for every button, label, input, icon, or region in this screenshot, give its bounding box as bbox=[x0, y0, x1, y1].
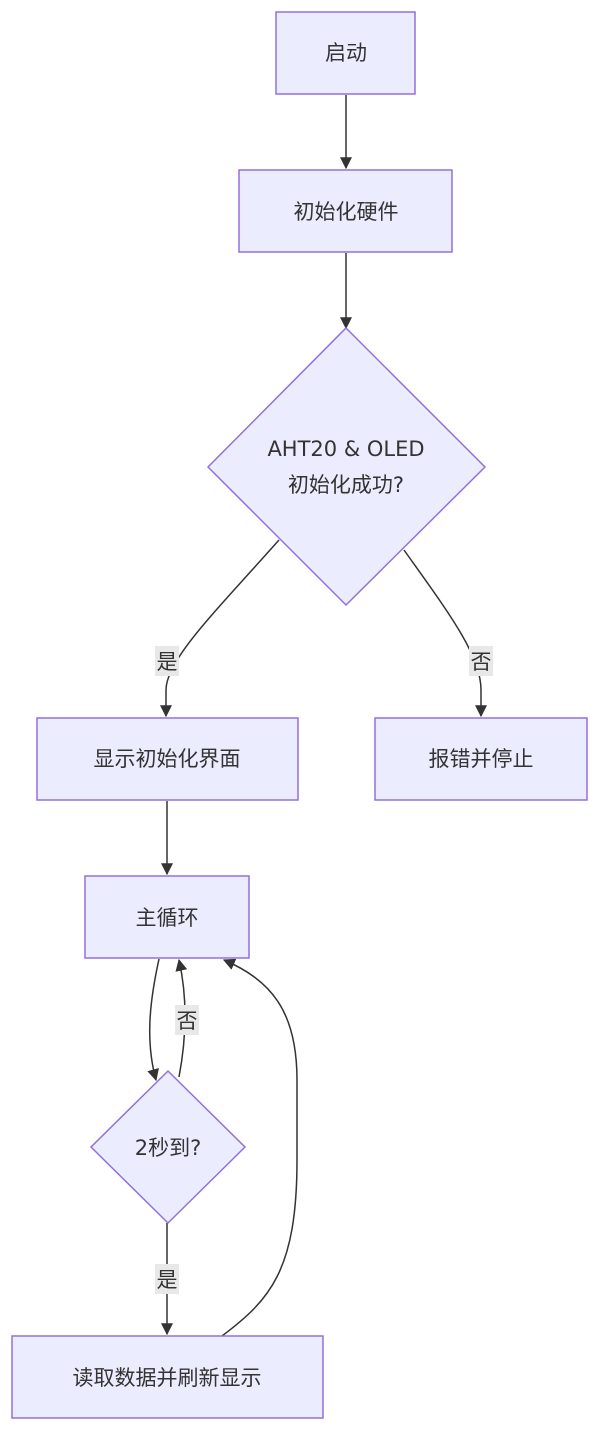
node-check-2s-decision[interactable]: 2秒到? bbox=[89, 1069, 247, 1225]
edge-labels: 是 否 否 是 bbox=[155, 646, 493, 1294]
edge-label-check-no: 否 bbox=[469, 646, 493, 676]
node-start[interactable]: 启动 bbox=[275, 11, 416, 95]
edge-check-yes-to-show-init bbox=[160, 539, 280, 718]
nodes: 启动 初始化硬件 AHT20 & OLED 初始化成功? 显示初始化界面 报错并… bbox=[11, 11, 588, 1419]
node-main-loop-label: 主循环 bbox=[136, 906, 199, 930]
node-show-init-ui[interactable]: 显示初始化界面 bbox=[36, 717, 299, 801]
edge-label-check-yes-text: 是 bbox=[157, 650, 178, 674]
node-check-init-label-line2: 初始化成功? bbox=[288, 473, 404, 497]
edge-label-check-no-text: 否 bbox=[471, 650, 492, 674]
node-error-stop-label: 报错并停止 bbox=[429, 747, 534, 771]
edges bbox=[147, 95, 487, 1337]
edge-label-timer-no: 否 bbox=[175, 1005, 199, 1035]
edge-read-to-main-loop bbox=[221, 958, 298, 1337]
node-init-hw[interactable]: 初始化硬件 bbox=[238, 169, 453, 253]
edge-label-timer-no-text: 否 bbox=[177, 1009, 198, 1033]
node-read-refresh[interactable]: 读取数据并刷新显示 bbox=[11, 1335, 324, 1419]
node-init-hw-label: 初始化硬件 bbox=[294, 200, 399, 224]
edge-label-timer-yes: 是 bbox=[155, 1264, 179, 1294]
node-start-label: 启动 bbox=[325, 41, 367, 65]
node-check-2s-label: 2秒到? bbox=[135, 1136, 202, 1160]
edge-label-check-yes: 是 bbox=[155, 646, 179, 676]
node-show-init-ui-label: 显示初始化界面 bbox=[94, 747, 241, 771]
node-read-refresh-label: 读取数据并刷新显示 bbox=[73, 1366, 262, 1390]
edge-check-no-to-error bbox=[403, 549, 487, 718]
node-main-loop[interactable]: 主循环 bbox=[84, 875, 250, 959]
edge-main-loop-to-check-2s bbox=[147, 958, 160, 1082]
node-check-init-decision[interactable]: AHT20 & OLED 初始化成功? bbox=[206, 326, 487, 607]
node-error-stop[interactable]: 报错并停止 bbox=[374, 717, 588, 801]
node-check-init-label-line1: AHT20 & OLED bbox=[267, 437, 424, 461]
edge-label-timer-yes-text: 是 bbox=[157, 1268, 178, 1292]
